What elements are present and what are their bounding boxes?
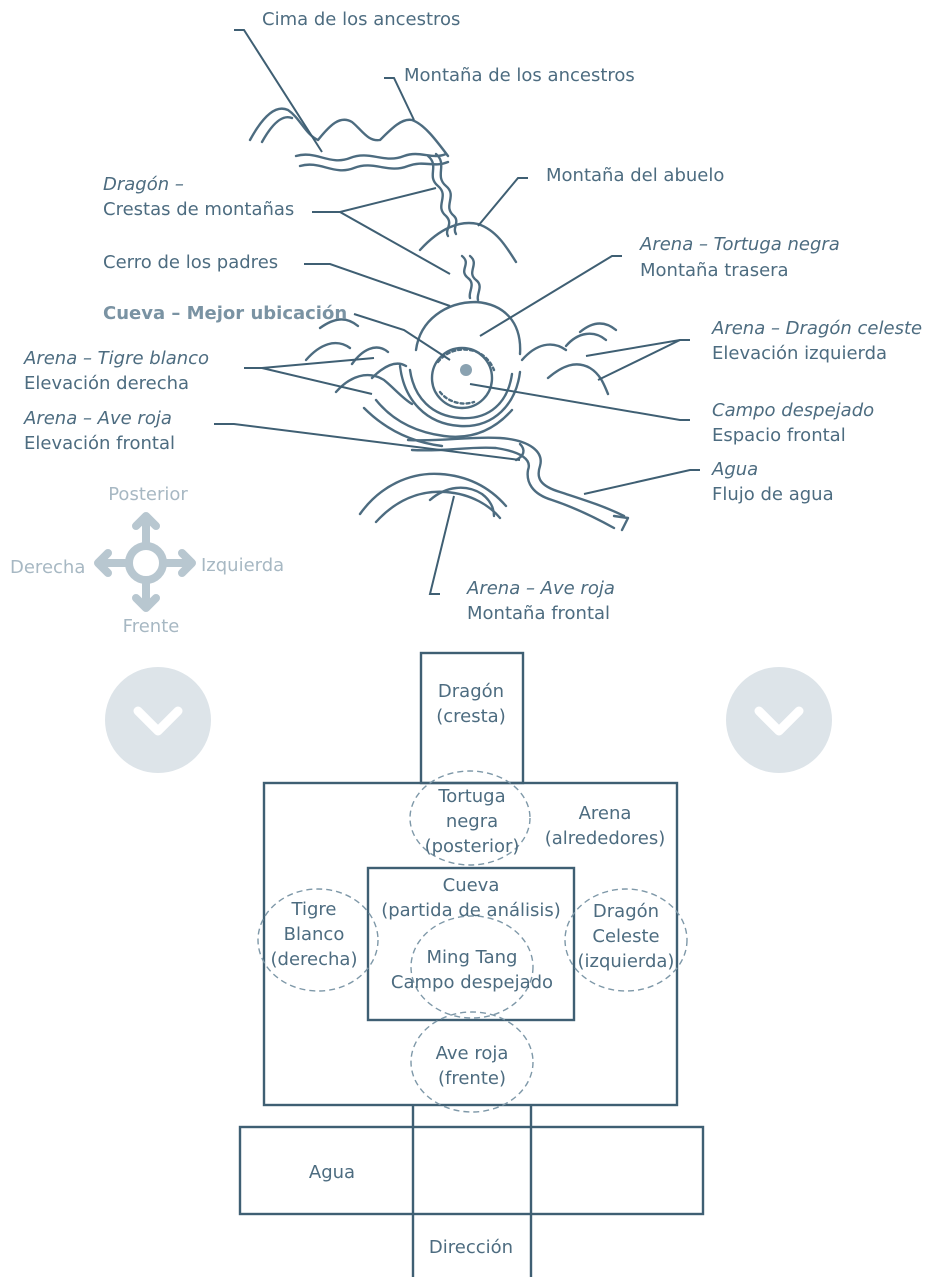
label-dragon-crestas: Crestas de montañas <box>103 199 294 220</box>
label-ave-roja: Arena – Ave roja <box>23 408 172 429</box>
arrow-left-icon <box>94 549 132 577</box>
tigre-text-2: Blanco <box>284 924 345 945</box>
ave-roja-circle <box>410 1011 534 1113</box>
cueva-text-2: (partida de análisis) <box>381 900 561 921</box>
ming-tang-text-2: Campo despejado <box>391 972 553 993</box>
cueva-box <box>366 866 576 1022</box>
label-montana-trasera: Montaña trasera <box>640 260 789 281</box>
tortuga-text-2: negra <box>446 811 498 832</box>
arena-text-1: Arena <box>579 803 632 824</box>
chevron-down-icon <box>133 706 183 736</box>
label-cima: Cima de los ancestros <box>262 9 460 30</box>
ave-roja-text-2: (frente) <box>438 1068 506 1089</box>
cave-spot <box>460 364 472 376</box>
compass-izquierda: Izquierda <box>201 555 284 576</box>
dragon-celeste-text-3: (izquierda) <box>578 951 675 972</box>
label-campo: Campo despejado <box>712 400 874 421</box>
compass: Posterior Frente Derecha Izquierda <box>10 484 284 637</box>
arrow-right-icon <box>160 549 196 577</box>
right-chevron-button[interactable] <box>726 667 832 773</box>
dragon-celeste-text-2: Celeste <box>592 926 659 947</box>
arena-text-2: (alrededores) <box>545 828 666 849</box>
label-cerro-padres: Cerro de los padres <box>103 252 278 273</box>
tigre-text-3: (derecha) <box>271 949 358 970</box>
label-dragon: Dragón – <box>103 174 184 195</box>
schematic: Dragón (cresta) Tortuga negra (posterior… <box>238 651 705 1277</box>
tortuga-text-1: Tortuga <box>437 786 505 807</box>
dragon-celeste-text-1: Dragón <box>593 901 659 922</box>
compass-frente: Frente <box>123 616 180 637</box>
compass-derecha: Derecha <box>10 557 85 578</box>
agua-box <box>238 1125 705 1216</box>
label-montana-frontal: Montaña frontal <box>467 603 610 624</box>
label-tigre: Arena – Tigre blanco <box>23 348 209 369</box>
chevron-down-icon <box>754 706 804 736</box>
tortuga-circle <box>409 770 531 866</box>
label-dragon-celeste: Arena – Dragón celeste <box>711 318 922 339</box>
label-montana-abuelo: Montaña del abuelo <box>546 165 724 186</box>
leader-lines <box>214 29 700 595</box>
cueva-text-1: Cueva <box>443 875 500 896</box>
label-elevacion-derecha: Elevación derecha <box>24 373 189 394</box>
tortuga-text-3: (posterior) <box>425 836 520 857</box>
label-cueva: Cueva – Mejor ubicación <box>103 303 347 324</box>
ming-tang-circle <box>410 915 534 1019</box>
label-agua: Agua <box>711 459 758 480</box>
label-montana-ancestros: Montaña de los ancestros <box>404 65 635 86</box>
left-chevron-button[interactable] <box>105 667 211 773</box>
ave-roja-text-1: Ave roja <box>436 1043 509 1064</box>
dragon-text-1: Dragón <box>438 681 504 702</box>
arena-box <box>262 781 679 1107</box>
arrow-down-icon <box>132 577 160 612</box>
tigre-text-1: Tigre <box>291 899 337 920</box>
dragon-text-2: (cresta) <box>436 706 506 727</box>
label-ave-montana: Arena – Ave roja <box>466 578 615 599</box>
tigre-circle <box>257 888 379 992</box>
sketch-labels: Cima de los ancestros Montaña de los anc… <box>23 9 922 624</box>
compass-center-icon <box>125 542 167 584</box>
arrow-up-icon <box>132 512 160 549</box>
label-tortuga: Arena – Tortuga negra <box>639 234 840 255</box>
agua-text: Agua <box>309 1162 355 1183</box>
label-elevacion-frontal: Elevación frontal <box>24 433 175 454</box>
ming-tang-text-1: Ming Tang <box>427 947 518 968</box>
label-flujo-agua: Flujo de agua <box>712 484 834 505</box>
label-espacio-frontal: Espacio frontal <box>712 425 846 446</box>
direccion-text: Dirección <box>429 1237 513 1258</box>
label-elevacion-izquierda: Elevación izquierda <box>712 343 887 364</box>
dragon-celeste-circle <box>564 888 688 992</box>
compass-posterior: Posterior <box>108 484 188 505</box>
